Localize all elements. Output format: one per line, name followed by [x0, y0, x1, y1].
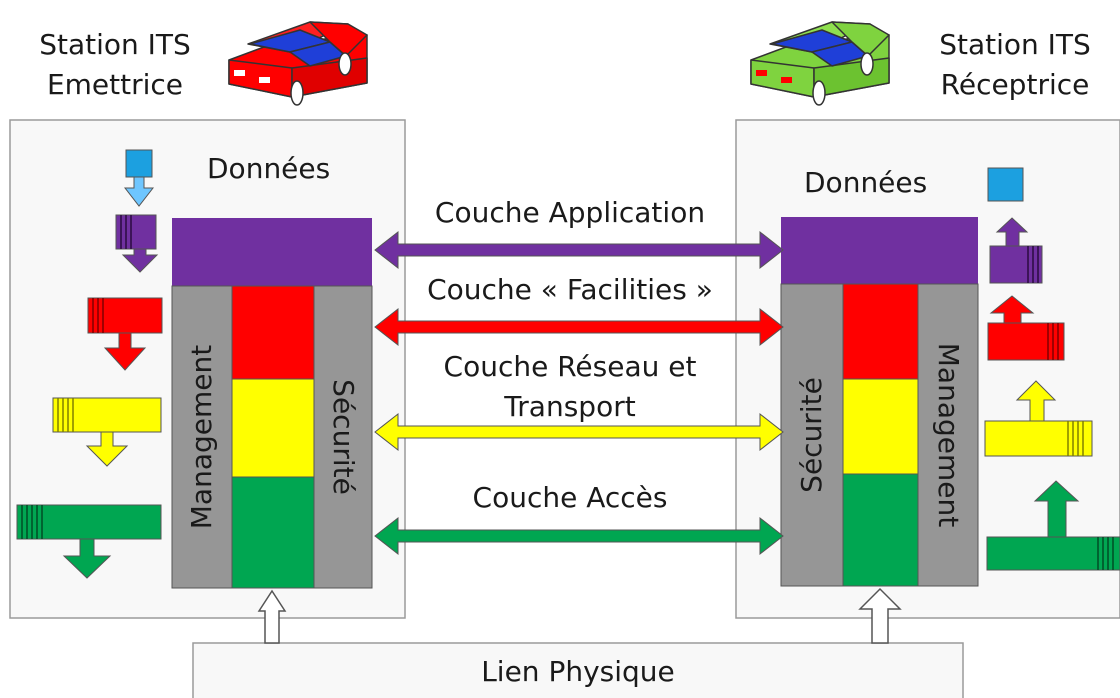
- left-station-title-line1: Station ITS: [39, 28, 191, 61]
- network-layer-label-line1: Couche Réseau et: [443, 350, 697, 383]
- network-double-arrow: [374, 412, 784, 452]
- left-data-label: Données: [207, 152, 331, 185]
- left-network-stripes: [57, 398, 74, 432]
- facilities-layer-label: Couche « Facilities »: [427, 273, 713, 306]
- left-network-down-arrow: [85, 431, 129, 467]
- left-app-packet: [115, 214, 157, 250]
- left-network-packet: [52, 397, 162, 433]
- left-application-block: [172, 218, 372, 286]
- left-network-block: [231, 378, 315, 478]
- left-data-square: [125, 149, 153, 178]
- right-access-packet: [986, 536, 1120, 571]
- facilities-double-arrow: [374, 307, 784, 347]
- access-layer-label: Couche Accès: [472, 481, 668, 514]
- right-physical-up-arrow: [858, 587, 902, 644]
- right-app-packet: [989, 245, 1043, 284]
- network-layer-label-line2: Transport: [504, 390, 636, 423]
- application-double-arrow: [374, 230, 784, 270]
- access-double-arrow: [374, 516, 784, 556]
- right-station-title-line2: Réceptrice: [940, 68, 1090, 101]
- left-data-down-arrow: [123, 176, 155, 207]
- right-station-title-line1: Station ITS: [939, 28, 1091, 61]
- left-security-label: Sécurité: [327, 379, 360, 495]
- right-management-label: Management: [932, 342, 965, 528]
- left-station-title-line2: Emettrice: [46, 68, 184, 101]
- right-data-square: [987, 167, 1024, 202]
- left-access-packet: [16, 504, 162, 540]
- right-network-block: [842, 378, 919, 475]
- right-access-block: [842, 473, 919, 587]
- right-data-label: Données: [804, 166, 928, 199]
- right-application-block: [781, 217, 978, 284]
- left-access-stripes: [21, 505, 43, 539]
- left-facilities-stripes: [92, 298, 104, 333]
- left-physical-up-arrow: [257, 589, 287, 644]
- left-management-label: Management: [185, 344, 218, 530]
- application-layer-label: Couche Application: [434, 196, 706, 229]
- right-security-label: Sécurité: [795, 377, 828, 493]
- left-station-title: Station ITS Emettrice: [20, 28, 210, 102]
- left-app-packet-stripes: [120, 215, 132, 249]
- right-station-title: Station ITS Réceptrice: [915, 28, 1115, 102]
- left-access-block: [231, 476, 315, 589]
- right-management-column: [917, 283, 979, 587]
- right-car-icon: [750, 21, 890, 106]
- left-security-column: [313, 285, 373, 589]
- right-facilities-block: [842, 283, 919, 380]
- left-app-down-arrow: [121, 248, 159, 273]
- right-access-stripes: [1097, 537, 1114, 570]
- physical-link-label: Lien Physique: [481, 655, 675, 688]
- right-security-column: [780, 283, 844, 587]
- right-facilities-packet: [987, 322, 1065, 361]
- right-facilities-stripes: [1047, 323, 1059, 360]
- physical-link-bar: [192, 642, 964, 698]
- left-facilities-block: [231, 285, 315, 380]
- left-car-icon: [228, 21, 368, 106]
- network-layer-label: Couche Réseau et Transport: [390, 350, 750, 424]
- left-facilities-down-arrow: [103, 332, 147, 371]
- left-access-down-arrow: [62, 538, 112, 579]
- left-facilities-packet: [87, 297, 163, 334]
- right-app-packet-stripes: [1027, 246, 1039, 283]
- left-management-column: [171, 285, 233, 589]
- right-network-stripes: [1067, 421, 1084, 456]
- right-network-packet: [984, 420, 1093, 457]
